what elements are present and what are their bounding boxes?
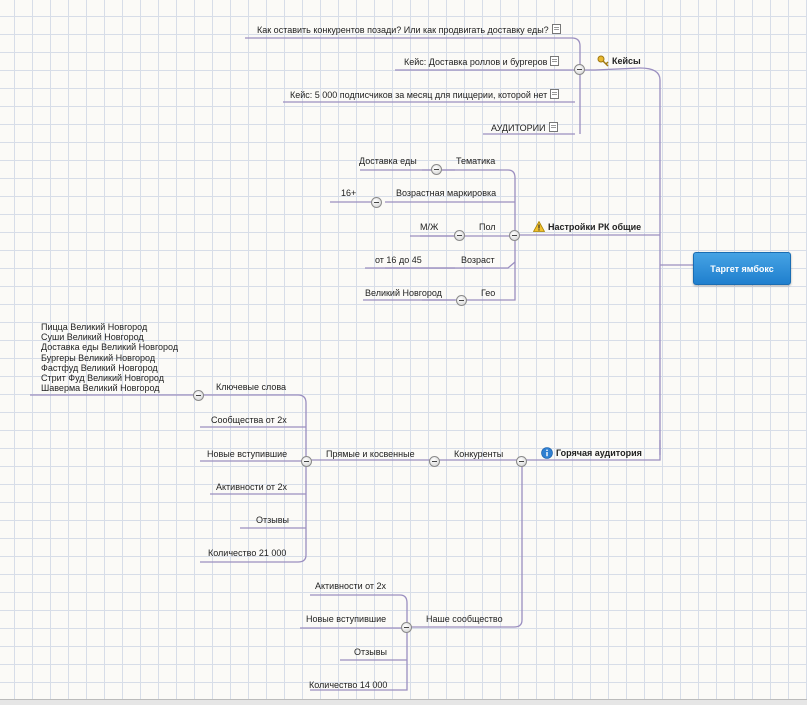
collapse-toggle[interactable] bbox=[509, 230, 520, 241]
collapse-toggle[interactable] bbox=[371, 197, 382, 208]
case-item-label: АУДИТОРИИ bbox=[491, 123, 546, 133]
collapse-toggle[interactable] bbox=[516, 456, 527, 467]
keyword-item: Пицца Великий Новгород bbox=[41, 322, 148, 332]
collapse-toggle[interactable] bbox=[574, 64, 585, 75]
keywords-node-label[interactable]: Ключевые слова bbox=[216, 382, 287, 392]
direct-item[interactable]: Активности от 2х bbox=[216, 482, 288, 492]
setting-value[interactable]: Доставка еды bbox=[359, 156, 417, 166]
key-icon bbox=[597, 55, 609, 67]
own-item[interactable]: Отзывы bbox=[354, 647, 387, 657]
keyword-item: Бургеры Великий Новгород bbox=[41, 352, 156, 363]
collapse-toggle[interactable] bbox=[454, 230, 465, 241]
direct-item[interactable]: Сообщества от 2х bbox=[211, 415, 287, 425]
keyword-item: Шаверма Великий Новгород bbox=[41, 383, 160, 394]
keyword-item: Стрит Фуд Великий Новгород bbox=[41, 373, 164, 384]
case-item[interactable]: Кейс: 5 000 подписчиков за месяц для пиц… bbox=[290, 89, 560, 101]
note-icon[interactable] bbox=[548, 122, 558, 132]
root-node[interactable]: Таргет ямбокс bbox=[693, 252, 791, 285]
collapse-toggle[interactable] bbox=[431, 164, 442, 175]
collapse-toggle[interactable] bbox=[193, 390, 204, 401]
keywords-list: Пицца Великий Новгород Суши Великий Новг… bbox=[41, 322, 178, 393]
setting-label[interactable]: Гео bbox=[481, 288, 496, 298]
info-icon bbox=[541, 447, 553, 459]
setting-value[interactable]: М/Ж bbox=[420, 222, 439, 232]
setting-label[interactable]: Возраст bbox=[461, 255, 495, 265]
collapse-toggle[interactable] bbox=[456, 295, 467, 306]
collapse-toggle[interactable] bbox=[429, 456, 440, 467]
case-item-label: Кейс: 5 000 подписчиков за месяц для пиц… bbox=[290, 90, 548, 100]
note-icon[interactable] bbox=[550, 56, 560, 66]
direct-item[interactable]: Количество 21 000 bbox=[208, 548, 287, 558]
setting-label[interactable]: Пол bbox=[479, 222, 496, 232]
collapse-toggle[interactable] bbox=[301, 456, 312, 467]
setting-value[interactable]: Великий Новгород bbox=[365, 288, 442, 298]
direct-node-label[interactable]: Прямые и косвенные bbox=[326, 449, 415, 459]
warning-icon bbox=[533, 221, 545, 232]
setting-label[interactable]: Тематика bbox=[456, 156, 496, 166]
bottom-scrollbar[interactable] bbox=[0, 699, 807, 705]
collapse-toggle[interactable] bbox=[401, 622, 412, 633]
direct-item[interactable]: Отзывы bbox=[256, 515, 289, 525]
own-node-label[interactable]: Наше сообщество bbox=[426, 614, 503, 624]
own-item[interactable]: Новые вступившие bbox=[306, 614, 387, 624]
own-item[interactable]: Активности от 2х bbox=[315, 581, 387, 591]
keyword-item: Суши Великий Новгород bbox=[41, 332, 144, 343]
case-item-label: Как оставить конкурентов позади? Или как… bbox=[257, 25, 549, 35]
competitors-node-label[interactable]: Конкуренты bbox=[454, 449, 504, 459]
case-item[interactable]: Кейс: Доставка роллов и бургеров bbox=[404, 56, 560, 68]
note-icon[interactable] bbox=[551, 24, 561, 34]
case-item[interactable]: Как оставить конкурентов позади? Или как… bbox=[257, 24, 561, 36]
branch-settings-label[interactable]: Настройки РК общие bbox=[548, 222, 642, 232]
case-item-label: Кейс: Доставка роллов и бургеров bbox=[404, 57, 548, 67]
branch-cases-label[interactable]: Кейсы bbox=[612, 56, 641, 66]
setting-value[interactable]: 16+ bbox=[341, 188, 357, 198]
note-icon[interactable] bbox=[550, 89, 560, 99]
own-item[interactable]: Количество 14 000 bbox=[309, 680, 388, 690]
direct-item[interactable]: Новые вступившие bbox=[207, 449, 288, 459]
branch-hot-label[interactable]: Горячая аудитория bbox=[556, 448, 642, 458]
keyword-item: Доставка еды Великий Новгород bbox=[41, 342, 179, 353]
keyword-item: Фастфуд Великий Новгород bbox=[41, 362, 158, 373]
case-item[interactable]: АУДИТОРИИ bbox=[491, 122, 558, 134]
setting-value[interactable]: от 16 до 45 bbox=[375, 255, 422, 265]
setting-label[interactable]: Возрастная маркировка bbox=[396, 188, 497, 198]
